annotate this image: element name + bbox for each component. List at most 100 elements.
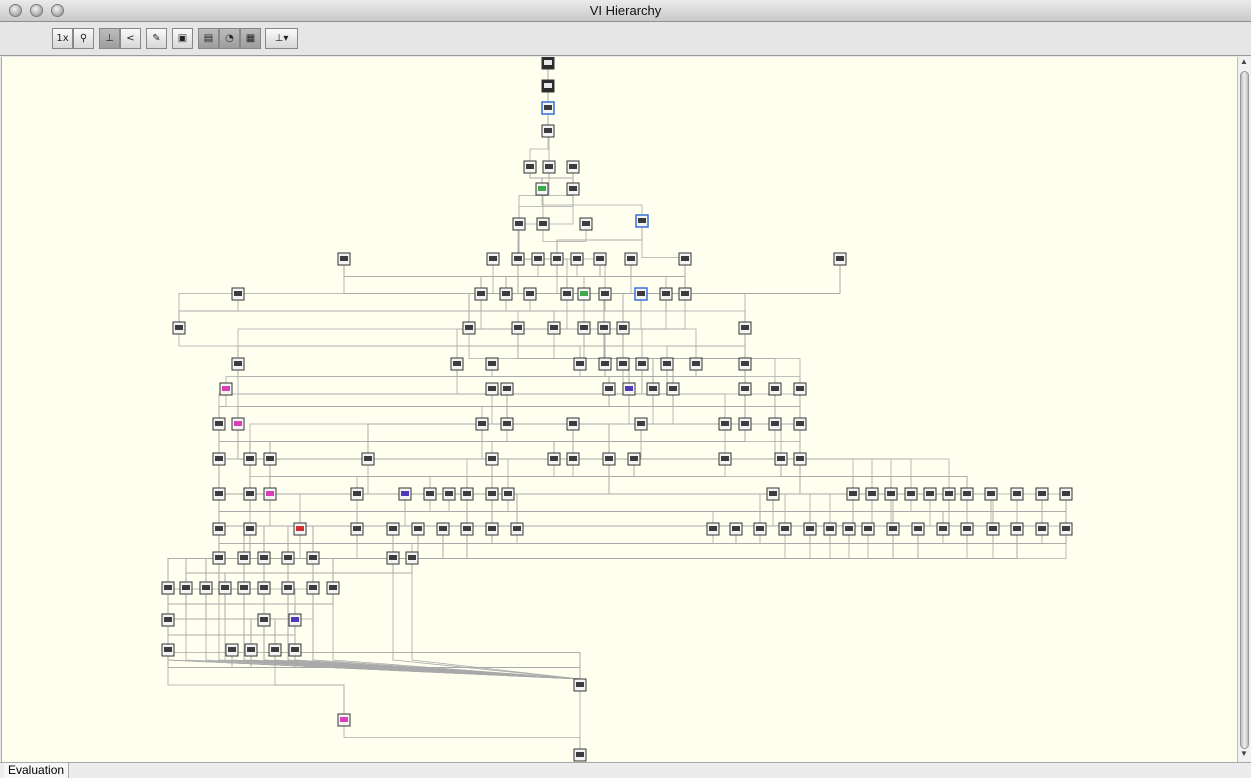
vi-node-icon[interactable] [486, 252, 500, 266]
vi-node-icon[interactable] [244, 643, 258, 657]
vi-node-icon[interactable] [288, 613, 302, 627]
vi-node-icon[interactable] [523, 160, 537, 174]
vi-node-icon[interactable] [485, 357, 499, 371]
vi-node-icon[interactable] [531, 252, 545, 266]
vi-node-icon[interactable] [263, 487, 277, 501]
vi-node-icon[interactable] [231, 417, 245, 431]
vi-node-icon[interactable] [923, 487, 937, 501]
vi-node-icon[interactable] [237, 581, 251, 595]
vi-node-icon[interactable] [718, 452, 732, 466]
vi-node-icon[interactable] [231, 357, 245, 371]
vi-node-icon[interactable] [361, 452, 375, 466]
vi-node-icon[interactable] [823, 522, 837, 536]
vi-node-icon[interactable] [706, 522, 720, 536]
vi-node-icon[interactable] [398, 487, 412, 501]
vi-node-icon[interactable] [460, 522, 474, 536]
vi-node-icon[interactable] [161, 643, 175, 657]
vi-node-icon[interactable] [541, 57, 555, 70]
vi-node-icon[interactable] [212, 417, 226, 431]
vi-node-icon[interactable] [257, 581, 271, 595]
vi-node-icon[interactable] [635, 357, 649, 371]
vi-node-icon[interactable] [774, 452, 788, 466]
vi-node-icon[interactable] [577, 287, 591, 301]
vi-node-icon[interactable] [616, 321, 630, 335]
vi-node-icon[interactable] [738, 357, 752, 371]
vi-node-icon[interactable] [886, 522, 900, 536]
vi-node-icon[interactable] [766, 487, 780, 501]
layout-options-button[interactable]: ⊥▾ [265, 28, 298, 49]
vi-node-icon[interactable] [598, 357, 612, 371]
vi-node-icon[interactable] [803, 522, 817, 536]
vi-node-icon[interactable] [738, 417, 752, 431]
vi-node-icon[interactable] [243, 522, 257, 536]
vi-node-icon[interactable] [306, 581, 320, 595]
vi-node-icon[interactable] [475, 417, 489, 431]
scroll-down-arrow-icon[interactable]: ▼ [1240, 749, 1248, 758]
zoom-window-button[interactable] [51, 4, 64, 17]
vi-node-icon[interactable] [172, 321, 186, 335]
vi-node-icon[interactable] [501, 487, 515, 501]
vi-node-icon[interactable] [570, 252, 584, 266]
vi-node-icon[interactable] [833, 252, 847, 266]
vi-node-icon[interactable] [199, 581, 213, 595]
vi-node-icon[interactable] [225, 643, 239, 657]
vi-node-icon[interactable] [616, 357, 630, 371]
vi-node-icon[interactable] [1010, 522, 1024, 536]
vi-node-icon[interactable] [560, 287, 574, 301]
vi-node-icon[interactable] [161, 581, 175, 595]
vi-node-icon[interactable] [566, 160, 580, 174]
vertical-scroll-thumb[interactable] [1240, 71, 1249, 749]
vi-node-icon[interactable] [573, 678, 587, 692]
vi-node-icon[interactable] [411, 522, 425, 536]
minimize-window-button[interactable] [30, 4, 43, 17]
vi-node-icon[interactable] [729, 522, 743, 536]
vi-node-icon[interactable] [1059, 522, 1073, 536]
vi-node-icon[interactable] [535, 182, 549, 196]
vi-node-icon[interactable] [793, 382, 807, 396]
vi-node-icon[interactable] [281, 581, 295, 595]
vi-node-icon[interactable] [237, 551, 251, 565]
vi-node-icon[interactable] [405, 551, 419, 565]
include-typedefs-button[interactable]: ▦ [240, 28, 261, 49]
vi-node-icon[interactable] [768, 382, 782, 396]
vi-node-icon[interactable] [536, 217, 550, 231]
vi-node-icon[interactable] [842, 522, 856, 536]
vi-node-icon[interactable] [738, 382, 752, 396]
vi-node-icon[interactable] [542, 160, 556, 174]
vi-node-icon[interactable] [566, 452, 580, 466]
vi-node-icon[interactable] [511, 252, 525, 266]
vi-node-icon[interactable] [268, 643, 282, 657]
vi-node-icon[interactable] [288, 643, 302, 657]
vi-node-icon[interactable] [942, 487, 956, 501]
vi-node-icon[interactable] [678, 287, 692, 301]
vi-node-icon[interactable] [573, 748, 587, 762]
vi-node-icon[interactable] [778, 522, 792, 536]
vi-node-icon[interactable] [550, 252, 564, 266]
vi-node-icon[interactable] [597, 321, 611, 335]
vi-node-icon[interactable] [547, 321, 561, 335]
vi-node-icon[interactable] [263, 452, 277, 466]
vi-node-icon[interactable] [257, 551, 271, 565]
vi-node-icon[interactable] [326, 581, 340, 595]
vi-node-icon[interactable] [541, 124, 555, 138]
vi-node-icon[interactable] [602, 452, 616, 466]
vi-node-icon[interactable] [474, 287, 488, 301]
zoom-fit-button[interactable]: ⚲ [73, 28, 94, 49]
vi-node-icon[interactable] [462, 321, 476, 335]
vi-node-icon[interactable] [442, 487, 456, 501]
vi-node-icon[interactable] [602, 382, 616, 396]
vi-node-icon[interactable] [500, 382, 514, 396]
vi-node-icon[interactable] [512, 217, 526, 231]
vi-node-icon[interactable] [573, 357, 587, 371]
vi-node-icon[interactable] [634, 287, 648, 301]
vi-node-icon[interactable] [386, 522, 400, 536]
include-vi-lib-button[interactable]: ▤ [198, 28, 219, 49]
vi-node-icon[interactable] [485, 452, 499, 466]
vi-node-icon[interactable] [738, 321, 752, 335]
vi-node-icon[interactable] [624, 252, 638, 266]
scroll-up-arrow-icon[interactable]: ▲ [1240, 57, 1248, 66]
vi-node-icon[interactable] [423, 487, 437, 501]
vi-node-icon[interactable] [659, 287, 673, 301]
vi-node-icon[interactable] [960, 487, 974, 501]
vi-node-icon[interactable] [231, 287, 245, 301]
